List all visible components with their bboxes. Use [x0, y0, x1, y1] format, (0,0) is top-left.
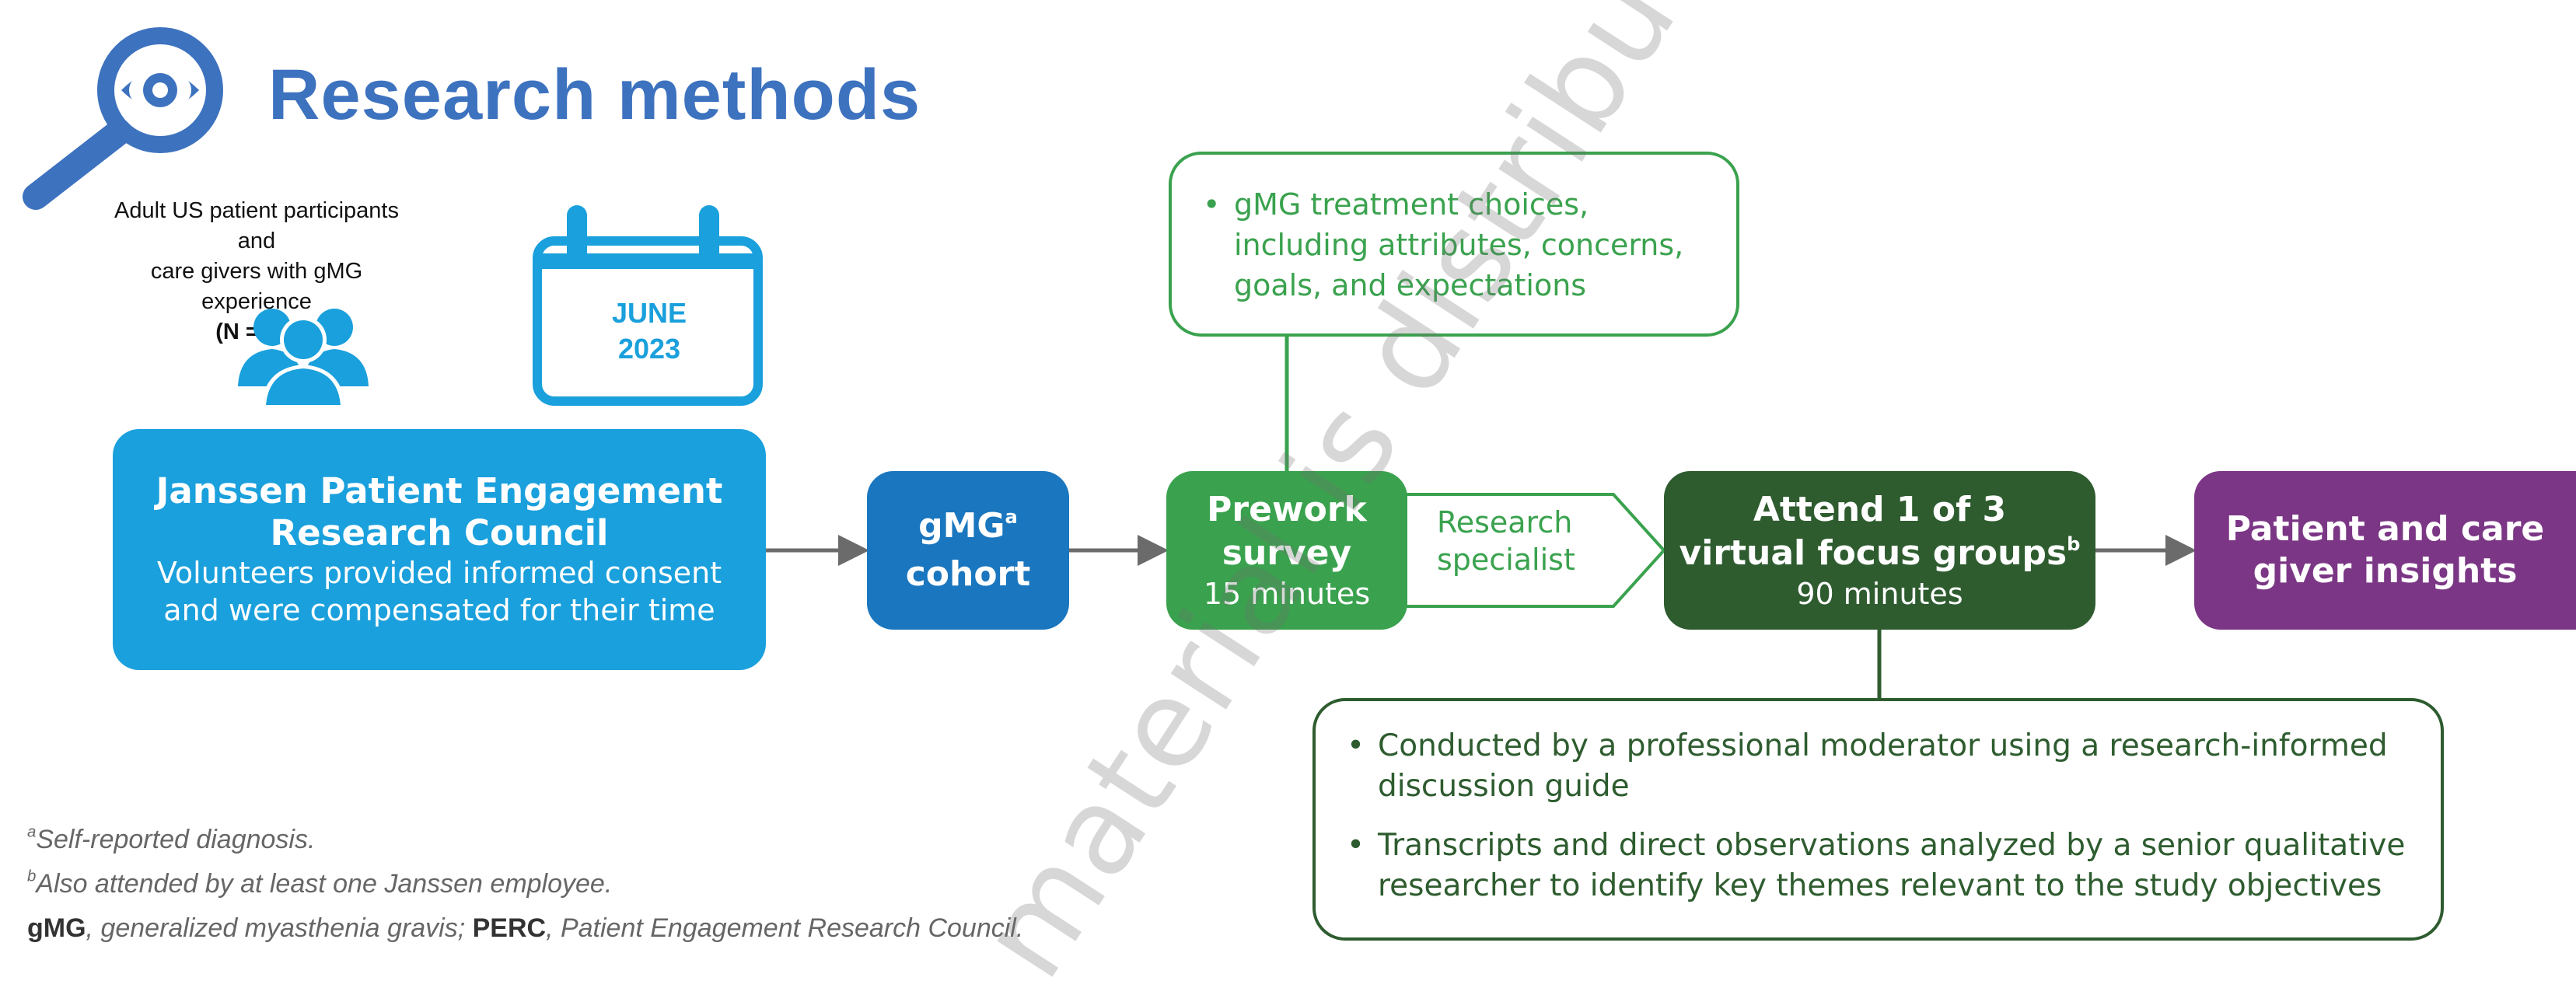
council-desc-line1: Volunteers provided informed consent [156, 556, 722, 590]
footnote-b: bAlso attended by at least one Janssen e… [27, 868, 613, 899]
cohort-box: gMGa cohort [867, 471, 1069, 630]
bullet-icon: • [1203, 187, 1221, 222]
council-title-line2: Research Council [270, 512, 609, 553]
insights-line2: giver insights [2253, 551, 2518, 591]
insights-line1: Patient and care [2225, 509, 2545, 549]
cohort-label-line2: cohort [905, 554, 1031, 594]
council-box: Janssen Patient Engagement Research Coun… [113, 429, 766, 670]
insights-box: Patient and care giver insights [2194, 471, 2576, 630]
list-item: • gMG treatment choices, including attri… [1203, 184, 1713, 305]
bullet-icon: • [1347, 828, 1365, 863]
bullet-icon: • [1347, 728, 1365, 763]
study-date: JUNE 2023 [537, 295, 762, 367]
focus-title-line1: Attend 1 of 3 [1753, 490, 2007, 529]
people-group-icon [238, 309, 369, 407]
council-desc-line2: and were compensated for their time [163, 593, 715, 627]
council-title-line1: Janssen Patient Engagement [156, 470, 723, 511]
survey-title-line2: survey [1222, 533, 1352, 573]
footnote-a: aSelf-reported diagnosis. [27, 823, 316, 854]
page-title: Research methods [268, 55, 921, 134]
date-month: JUNE [611, 297, 687, 329]
focus-duration: 90 minutes [1796, 577, 1963, 611]
survey-title-line1: Prework [1207, 490, 1367, 529]
cohort-footnote-mark: a [1005, 505, 1018, 528]
survey-topics-callout: • gMG treatment choices, including attri… [1169, 152, 1739, 337]
research-specialist-label: Research specialist [1437, 505, 1575, 577]
abbreviations: gMG, generalized myasthenia gravis; PERC… [27, 913, 1024, 943]
cohort-label: gMG [918, 506, 1005, 546]
list-item: • Transcripts and direct observations an… [1347, 826, 2417, 906]
participants-description: Adult US patient participants and care g… [93, 196, 420, 347]
focus-groups-box: Attend 1 of 3 virtual focus groupsb 90 m… [1664, 471, 2095, 630]
list-item: • Conducted by a professional moderator … [1347, 726, 2417, 807]
focus-title-line2: virtual focus groups [1679, 533, 2067, 573]
magnifier-eye-icon [23, 27, 223, 210]
survey-duration: 15 minutes [1203, 577, 1371, 611]
focus-details-callout: • Conducted by a professional moderator … [1312, 698, 2444, 941]
date-year: 2023 [617, 333, 681, 365]
diagram-connectors [766, 337, 2197, 698]
calendar-icon [533, 205, 763, 406]
footnotes: aSelf-reported diagnosis. bAlso attended… [27, 818, 1023, 951]
prework-survey-box: Prework survey 15 minutes [1166, 471, 1407, 630]
focus-footnote-mark: b [2067, 532, 2081, 555]
